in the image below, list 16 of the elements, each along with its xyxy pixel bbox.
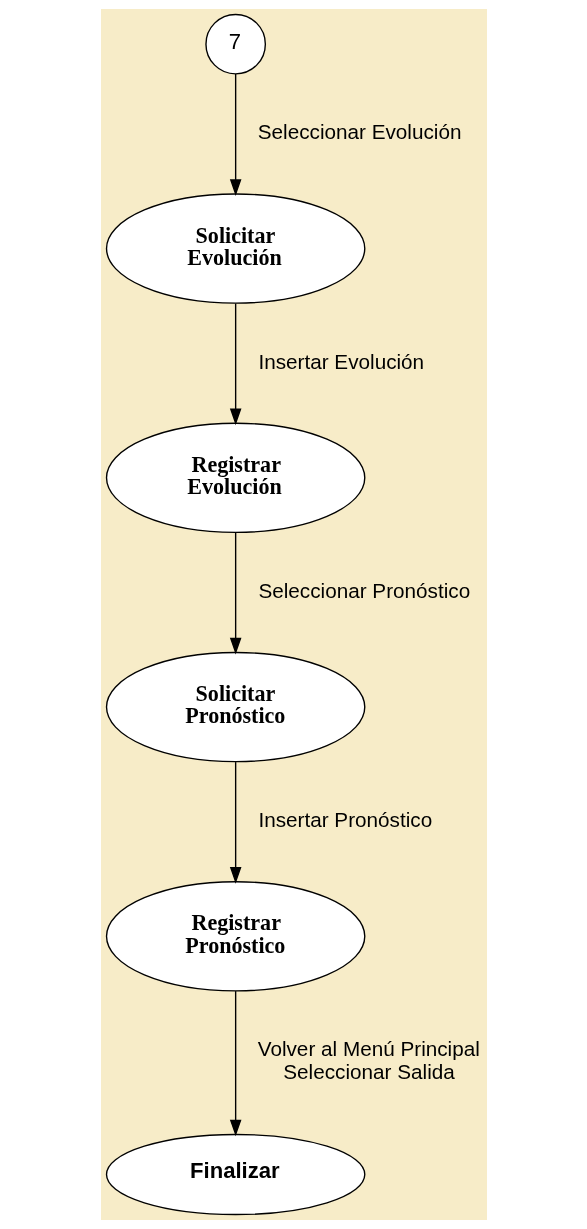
arrow: [229, 532, 241, 655]
node-ellipse: Solicitar Pronóstico: [105, 651, 365, 763]
arrow: [229, 302, 241, 426]
arrow: [229, 761, 241, 884]
edge-label: Insertar Evolución: [257, 349, 424, 373]
node-ellipse: Finalizar: [105, 1133, 365, 1216]
node-circle: 7: [204, 13, 266, 75]
arrow: [229, 990, 241, 1137]
arrow: [229, 73, 241, 196]
edge-label: Insertar Pronóstico: [257, 808, 432, 832]
node-ellipse: Registrar Evolución: [105, 422, 365, 534]
edge-label: Seleccionar Evolución: [257, 120, 461, 144]
edge-label: Seleccionar Pronóstico: [257, 578, 470, 602]
node-ellipse: Registrar Pronóstico: [105, 881, 365, 992]
edge-label: Volver al Menú Principal Seleccionar Salida: [257, 1036, 480, 1084]
node-ellipse: Solicitar Evolución: [105, 193, 365, 304]
